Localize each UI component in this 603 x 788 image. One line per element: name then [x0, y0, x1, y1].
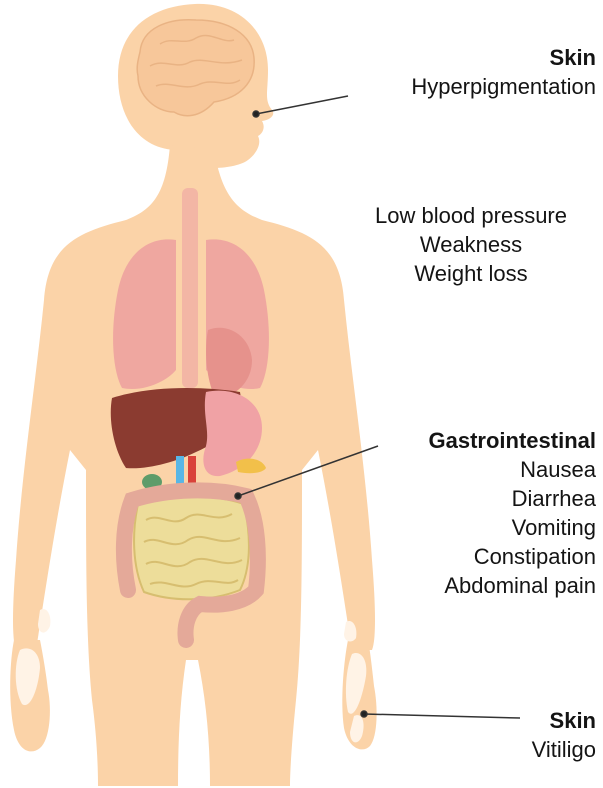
- general-symptoms-label: Low blood pressure Weakness Weight loss: [346, 201, 596, 288]
- skin-bottom-title: Skin: [532, 706, 596, 735]
- vitiligo-patch: [38, 609, 50, 633]
- skin-top-item: Hyperpigmentation: [411, 72, 596, 101]
- gi-title: Gastrointestinal: [429, 426, 596, 455]
- general-item: Weight loss: [346, 259, 596, 288]
- pointer-dot: [235, 493, 241, 499]
- skin-vitiligo-label: Skin Vitiligo: [532, 706, 596, 764]
- pointer-skin-hand: [364, 714, 520, 718]
- pointer-skin-face: [256, 96, 348, 114]
- gi-item: Diarrhea: [429, 484, 596, 513]
- general-item: Weakness: [346, 230, 596, 259]
- general-item: Low blood pressure: [346, 201, 596, 230]
- skin-hyperpigmentation-label: Skin Hyperpigmentation: [411, 43, 596, 101]
- skin-top-title: Skin: [411, 43, 596, 72]
- esophagus: [182, 188, 198, 388]
- pointer-dot: [253, 111, 259, 117]
- skin-bottom-item: Vitiligo: [532, 735, 596, 764]
- gastrointestinal-label: Gastrointestinal Nausea Diarrhea Vomitin…: [429, 426, 596, 600]
- gi-item: Constipation: [429, 542, 596, 571]
- gi-item: Abdominal pain: [429, 571, 596, 600]
- gi-item: Nausea: [429, 455, 596, 484]
- pointer-dot: [361, 711, 367, 717]
- gi-item: Vomiting: [429, 513, 596, 542]
